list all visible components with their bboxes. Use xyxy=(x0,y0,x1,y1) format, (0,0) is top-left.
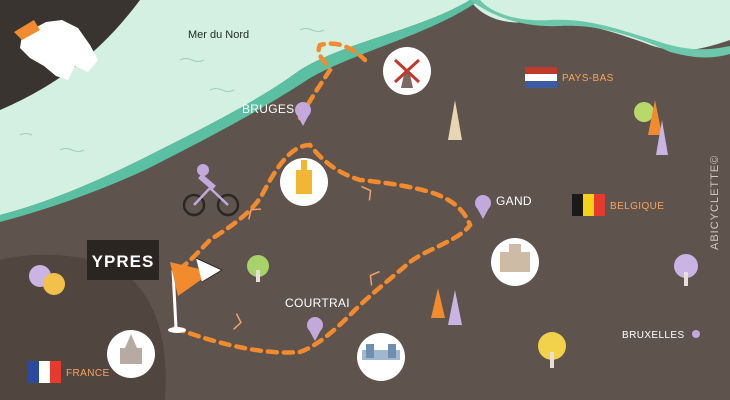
estuary xyxy=(470,0,730,58)
trees xyxy=(29,100,698,368)
ypres-label-box xyxy=(87,240,159,280)
bridge-towers-icon xyxy=(357,333,405,381)
sea-label: Mer du Nord xyxy=(188,29,249,41)
finish-flag-icon xyxy=(168,257,224,333)
country-label-belgique: BELGIQUE xyxy=(610,201,664,212)
pin-gand[interactable] xyxy=(475,195,491,219)
city-label-gand[interactable]: GAND xyxy=(496,194,532,208)
ypres-label: YPRES xyxy=(92,252,155,271)
cyclist-icon xyxy=(182,164,240,217)
country-label-pays-bas: PAYS-BAS xyxy=(562,73,614,84)
pin-bruxelles[interactable] xyxy=(692,330,700,338)
north-sea xyxy=(0,0,730,215)
flag-france-icon xyxy=(28,361,61,383)
sea-waves xyxy=(19,28,325,152)
shore-band xyxy=(0,0,480,222)
direction-arrows xyxy=(233,185,380,330)
city-label-courtrai[interactable]: COURTRAI xyxy=(285,296,350,310)
flag-netherlands-icon xyxy=(525,67,557,88)
city-label-bruxelles[interactable]: BRUXELLES xyxy=(622,330,685,341)
windmill-icon xyxy=(383,47,431,95)
belfry-icon xyxy=(280,158,328,206)
country-label-france: FRANCE xyxy=(66,368,110,379)
belgium-locator-icon xyxy=(14,20,98,80)
pin-courtrai[interactable] xyxy=(307,317,323,341)
pin-bruges[interactable] xyxy=(295,102,311,126)
castle-icon xyxy=(491,238,539,286)
credit-label: ABICYCLETTE© xyxy=(709,155,721,250)
route xyxy=(172,41,473,355)
cathedral-icon xyxy=(107,330,155,378)
flag-belgium-icon xyxy=(572,194,605,216)
city-label-bruges[interactable]: BRUGES xyxy=(242,102,294,116)
